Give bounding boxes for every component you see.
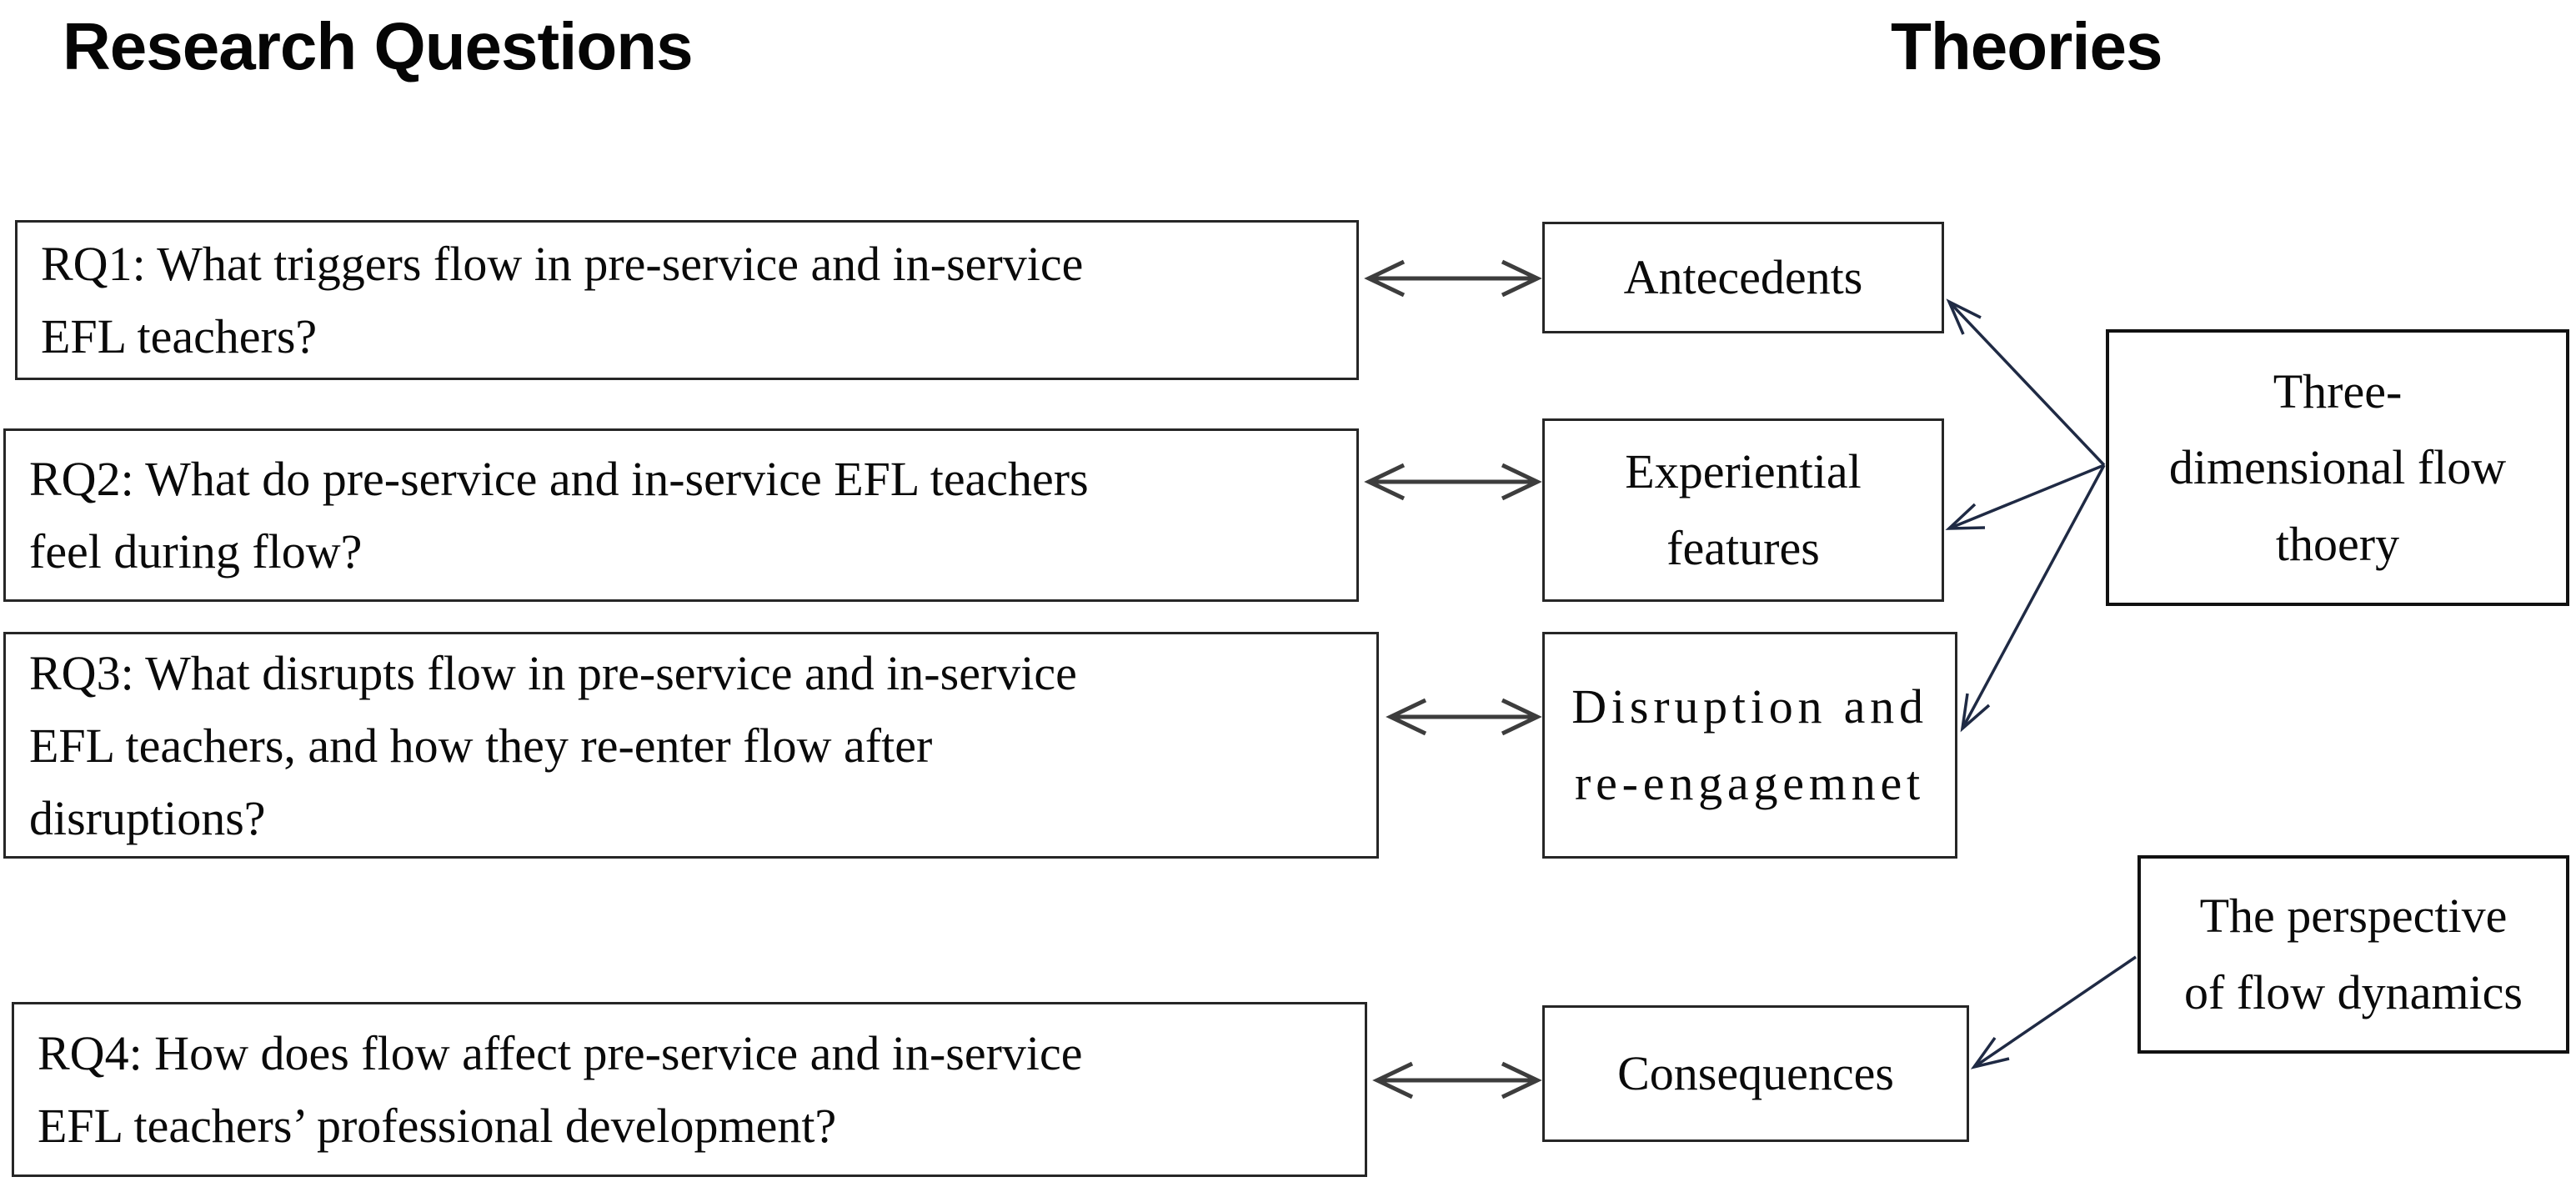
double-arrow-rq2-experiential — [1364, 463, 1542, 501]
consequences-box: Consequences — [1542, 1005, 1969, 1142]
theory-3d-line-2: dimensional flow — [2168, 440, 2507, 495]
rq2-line-2: feel during flow? — [29, 524, 363, 578]
consequences-label: Consequences — [1617, 1046, 1894, 1101]
disruption-line-1: Disruption and — [1571, 679, 1928, 734]
theory-3d-line-3: thoery — [2275, 516, 2400, 571]
rq3-box: RQ3: What disrupts flow in pre-service a… — [3, 632, 1379, 859]
rq1-line-2: EFL teachers? — [41, 309, 318, 363]
rq1-box: RQ1: What triggers flow in pre-service a… — [15, 220, 1359, 380]
rq1-line-1: RQ1: What triggers flow in pre-service a… — [41, 237, 1084, 291]
experiential-features-box: Experiential features — [1542, 418, 1944, 602]
rq4-line-2: EFL teachers’ professional development? — [38, 1099, 837, 1153]
arrow-flowdynamics-consequences — [1970, 955, 2137, 1069]
rq2-line-1: RQ2: What do pre-service and in-service … — [29, 452, 1089, 506]
experiential-line-1: Experiential — [1625, 444, 1862, 499]
antecedents-box: Antecedents — [1542, 222, 1944, 333]
double-arrow-rq3-disruption — [1386, 698, 1542, 736]
double-arrow-rq1-antecedents — [1364, 259, 1542, 298]
disruption-line-2: re-engagemnet — [1575, 756, 1925, 810]
left-column-title: Research Questions — [63, 9, 694, 83]
rq2-box: RQ2: What do pre-service and in-service … — [3, 428, 1359, 602]
rq3-line-1: RQ3: What disrupts flow in pre-service a… — [29, 645, 1077, 700]
disruption-reengagement-box: Disruption and re-engagemnet — [1542, 632, 1957, 859]
rq3-line-3: disruptions? — [29, 790, 266, 845]
rq4-line-1: RQ4: How does flow affect pre-service an… — [38, 1026, 1083, 1080]
right-column-title: Theories — [1891, 9, 2163, 83]
arrow-3dtheory-antecedents — [1946, 298, 2106, 467]
three-dimensional-flow-theory-box: Three- dimensional flow thoery — [2106, 329, 2569, 606]
arrow-3dtheory-experiential — [1945, 463, 2105, 530]
experiential-line-2: features — [1666, 521, 1820, 575]
rq4-box: RQ4: How does flow affect pre-service an… — [12, 1002, 1367, 1177]
theory-dyn-line-1: The perspective — [2199, 889, 2508, 944]
rq3-line-2: EFL teachers, and how they re-enter flow… — [29, 718, 933, 773]
antecedents-label: Antecedents — [1623, 250, 1863, 305]
flow-dynamics-perspective-box: The perspective of flow dynamics — [2137, 855, 2569, 1054]
theory-3d-line-1: Three- — [2273, 363, 2403, 418]
arrow-3dtheory-disruption — [1960, 464, 2106, 733]
double-arrow-rq4-consequences — [1372, 1061, 1542, 1099]
theory-dyn-line-2: of flow dynamics — [2184, 965, 2523, 1019]
